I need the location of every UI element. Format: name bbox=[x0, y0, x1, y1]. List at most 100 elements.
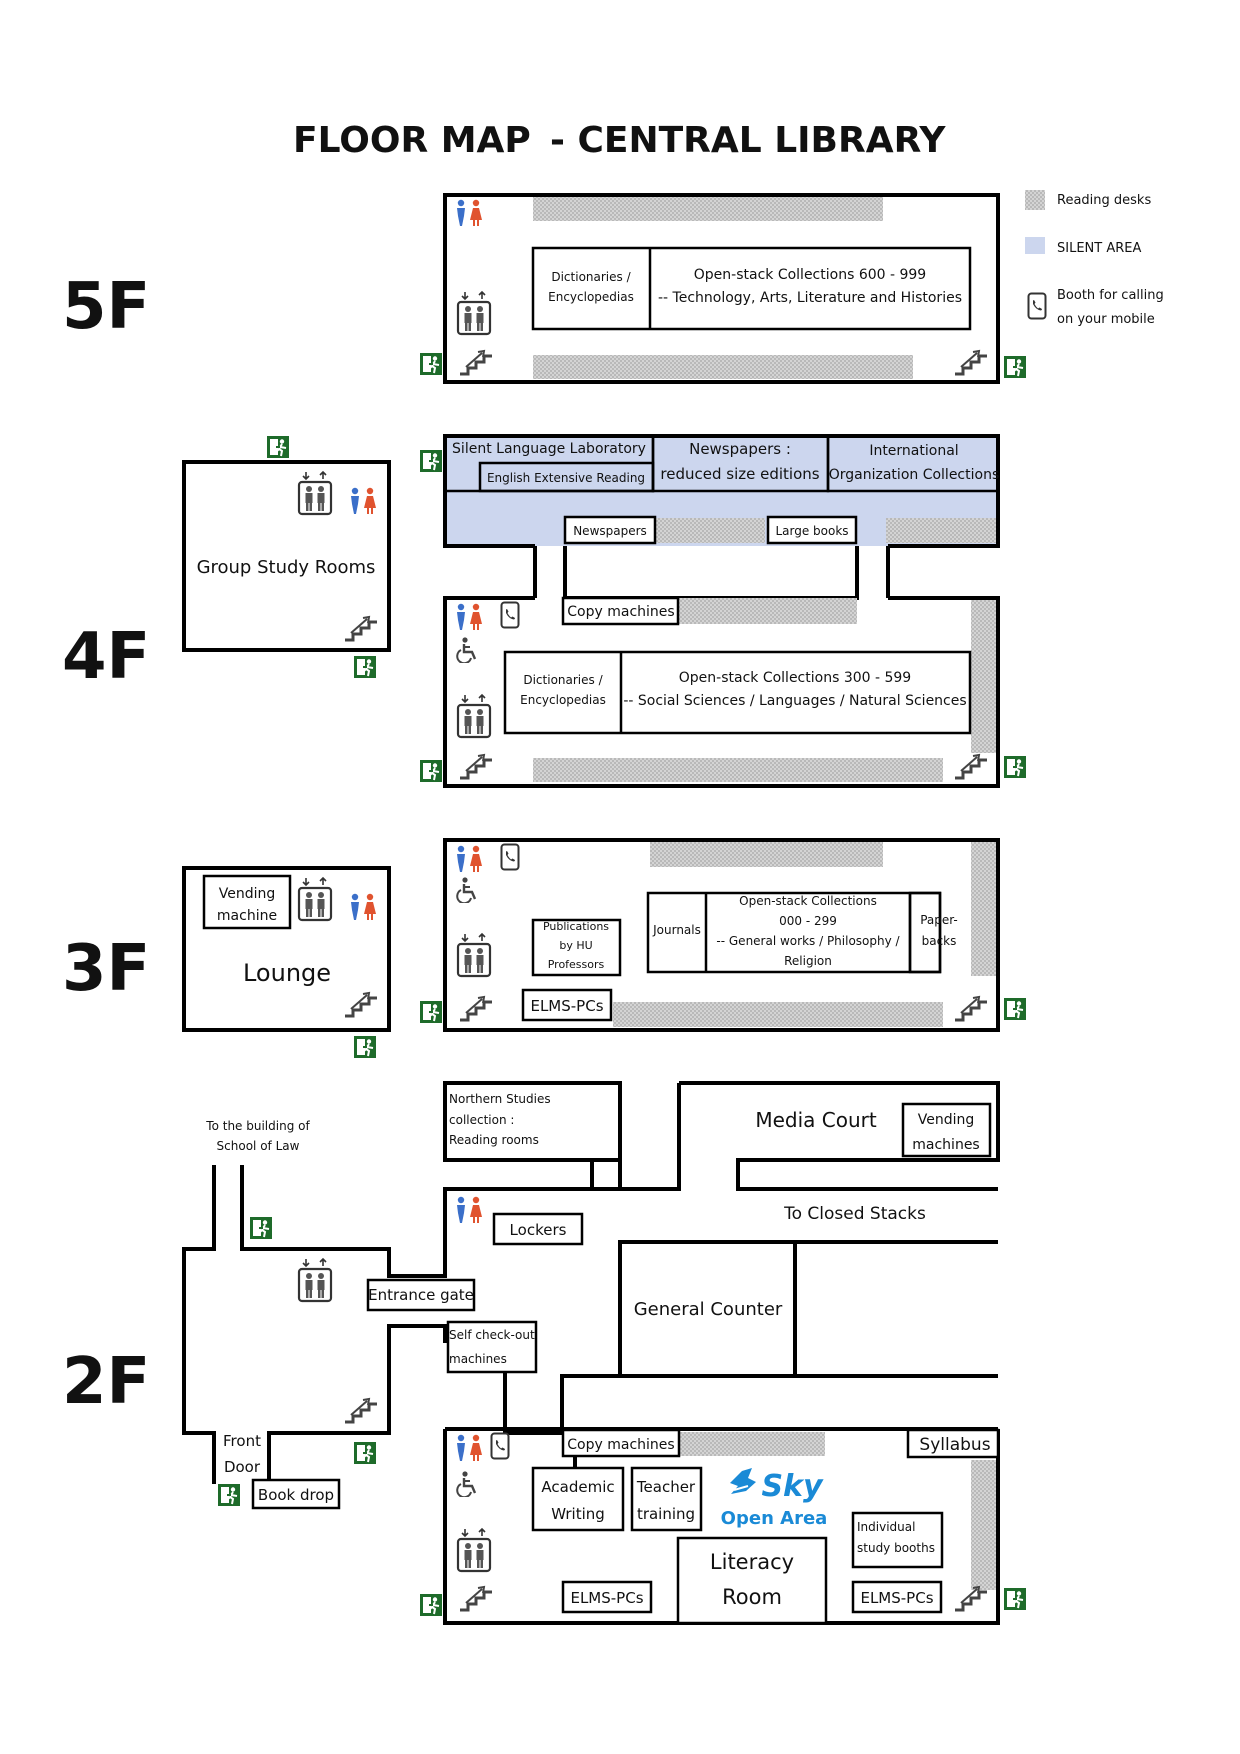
individual-study-booths bbox=[851, 1511, 944, 1569]
front-door-line1: Front bbox=[223, 1432, 261, 1450]
intl-collections-line2: Organization Collections bbox=[829, 467, 1000, 483]
northern-studies-line1: Northern Studies bbox=[449, 1092, 551, 1106]
accessible-restroom-icon bbox=[456, 637, 477, 663]
stairs-icon bbox=[343, 1397, 379, 1424]
self-checkout-line2: machines bbox=[449, 1352, 507, 1366]
emergency-exit-icon bbox=[420, 353, 442, 375]
reading-desks bbox=[971, 1460, 996, 1590]
paperbacks-line1: Paper- bbox=[920, 913, 958, 927]
general-counter-area bbox=[560, 1240, 998, 1431]
stacks-block-5f bbox=[531, 246, 972, 331]
book-drop-label: Book drop bbox=[258, 1486, 334, 1504]
teacher-training-line2: training bbox=[637, 1505, 695, 1523]
emergency-exit-icon bbox=[267, 436, 289, 458]
stairs-icon bbox=[953, 995, 989, 1022]
dictionaries-label: Dictionaries / bbox=[551, 270, 631, 284]
restroom-icon bbox=[351, 487, 376, 514]
map-subtitle: - CENTRAL LIBRARY bbox=[550, 120, 946, 161]
publications-hu-professors bbox=[531, 918, 622, 977]
stairs-icon bbox=[343, 991, 379, 1018]
literacy-room bbox=[676, 1536, 828, 1625]
lounge-room bbox=[182, 866, 391, 1032]
emergency-exit-icon bbox=[1004, 998, 1026, 1020]
stairs-icon bbox=[458, 995, 494, 1022]
stairs-icon bbox=[458, 1585, 494, 1612]
syllabus bbox=[906, 1428, 1000, 1459]
open-area-label: Open Area bbox=[721, 1508, 828, 1529]
copy-machines-label: Copy machines bbox=[567, 1437, 674, 1453]
academic-writing bbox=[531, 1466, 625, 1532]
stairs-icon bbox=[953, 1585, 989, 1612]
stairs-icon bbox=[953, 349, 989, 376]
emergency-exit-icon bbox=[1004, 1588, 1026, 1610]
restroom-icon bbox=[457, 1196, 482, 1223]
encyclopedias-label: Encyclopedias bbox=[548, 290, 634, 304]
academic-writing-line1: Academic bbox=[541, 1478, 614, 1496]
paperbacks-line2: backs bbox=[922, 934, 957, 948]
phone-booth-icon bbox=[490, 1432, 510, 1460]
phone-booth-icon bbox=[500, 601, 520, 629]
restroom-icon bbox=[351, 893, 376, 920]
front-door-line2: Door bbox=[224, 1458, 261, 1476]
english-reading-label: English Extensive Reading bbox=[487, 471, 645, 485]
elms-pcs-label: ELMS-PCs bbox=[530, 997, 603, 1015]
group-study-label: Group Study Rooms bbox=[197, 557, 376, 578]
group-study-rooms bbox=[182, 460, 391, 652]
dictionaries-label: Dictionaries / bbox=[523, 673, 603, 687]
vending-machines bbox=[901, 1102, 992, 1158]
reading-desks bbox=[655, 518, 765, 543]
open-stack-subjects-2: Religion bbox=[784, 954, 832, 968]
silent-lab-label: Silent Language Laboratory bbox=[452, 441, 646, 457]
entrance-gate[interactable] bbox=[366, 1278, 476, 1312]
reading-desks bbox=[533, 758, 943, 782]
vending-machines-line2: machines bbox=[912, 1137, 979, 1153]
elms-pcs bbox=[851, 1580, 943, 1614]
floor-4f-main-outline bbox=[443, 596, 1000, 788]
restroom-icon bbox=[457, 603, 482, 630]
newspapers-shelf bbox=[563, 515, 657, 545]
syllabus-label: Syllabus bbox=[919, 1435, 990, 1455]
copy-machines-label: Copy machines bbox=[567, 604, 674, 620]
publications-line3: Professors bbox=[548, 958, 605, 971]
emergency-exit-icon bbox=[420, 1594, 442, 1616]
elevator-icon bbox=[297, 876, 333, 922]
reading-desks bbox=[650, 842, 883, 867]
elevator-icon bbox=[297, 1257, 333, 1303]
open-stack-label: Open-stack Collections 300 - 599 bbox=[679, 670, 911, 686]
media-court-label: Media Court bbox=[755, 1108, 877, 1132]
open-stack-label: Open-stack Collections bbox=[739, 894, 877, 908]
stacks-block-4f bbox=[503, 650, 972, 735]
newspapers-reduced-line1: Newspapers : bbox=[689, 440, 791, 458]
international-collections-area bbox=[826, 434, 1000, 493]
open-stack-subjects: -- Social Sciences / Languages / Natural… bbox=[623, 693, 966, 709]
sky-logo-icon bbox=[730, 1468, 756, 1494]
to-law-building-line2: School of Law bbox=[217, 1139, 300, 1153]
emergency-exit-icon bbox=[420, 450, 442, 472]
newspapers-label: Newspapers bbox=[573, 524, 647, 538]
emergency-exit-icon bbox=[420, 1001, 442, 1023]
legend-booth-line1: Booth for calling bbox=[1057, 288, 1164, 303]
emergency-exit-icon bbox=[420, 760, 442, 782]
accessible-restroom-icon bbox=[456, 877, 477, 903]
emergency-exit-icon bbox=[1004, 756, 1026, 778]
map-title: FLOOR MAP bbox=[293, 120, 531, 161]
stairs-icon bbox=[953, 753, 989, 780]
restroom-icon bbox=[457, 199, 482, 226]
sky-open-area: Sky Open Area bbox=[721, 1468, 828, 1529]
floor-2f: 2F To the building of School of Law Fron… bbox=[62, 1081, 1026, 1625]
vending-machines-line1: Vending bbox=[918, 1112, 975, 1128]
large-books-label: Large books bbox=[775, 524, 848, 538]
emergency-exit-icon bbox=[354, 1036, 376, 1058]
elms-pcs bbox=[561, 1580, 653, 1614]
emergency-exit-icon bbox=[354, 1442, 376, 1464]
reading-desks bbox=[971, 842, 996, 976]
stairs-icon bbox=[343, 615, 379, 642]
legend-reading-desks: Reading desks bbox=[1057, 193, 1151, 208]
large-books-shelf bbox=[766, 515, 858, 545]
self-checkout-machines[interactable] bbox=[446, 1320, 538, 1374]
reading-desks bbox=[533, 197, 883, 221]
floor-5f: 5F Dictionaries / Encyclopedias Open-sta… bbox=[62, 193, 1026, 384]
book-drop bbox=[251, 1478, 341, 1510]
elevator-icon bbox=[297, 470, 333, 516]
